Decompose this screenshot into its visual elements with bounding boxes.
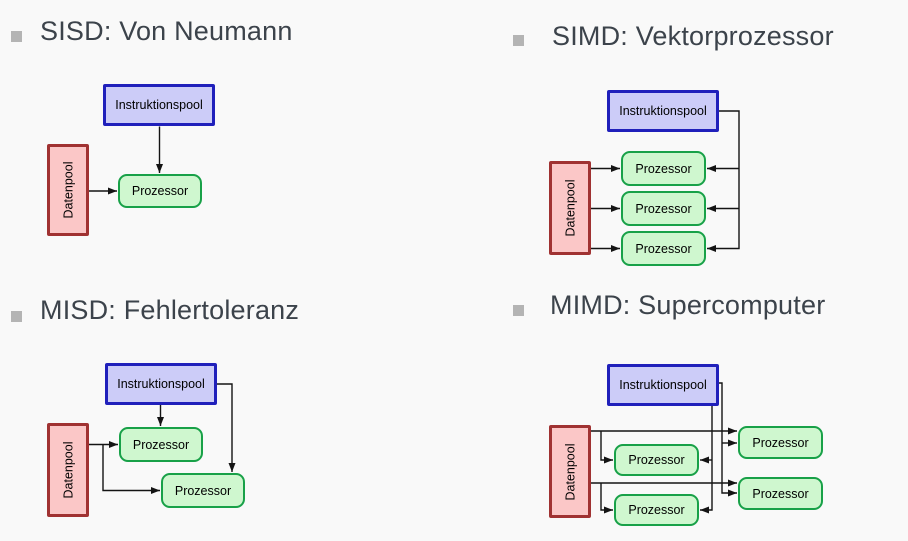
bullet-icon (513, 305, 524, 316)
processor-label: Prozessor (635, 161, 692, 176)
processor-label: Prozessor (174, 483, 232, 498)
processor-label: Prozessor (635, 241, 692, 256)
processor-box: Prozessor (161, 473, 245, 508)
processor-label: Prozessor (628, 503, 685, 517)
data-pool-box: Datenpool (47, 144, 89, 236)
instruction-pool-box: Instruktionspool (607, 90, 719, 132)
instruction-pool-box: Instruktionspool (607, 364, 719, 406)
section-title-misd: MISD: Fehlertoleranz (40, 295, 300, 325)
instruction-pool-box: Instruktionspool (103, 84, 215, 126)
section-title-simd: SIMD: Vektorprozessor (552, 21, 834, 51)
bullet-icon (11, 31, 22, 42)
section-title-sisd: SISD: Von Neumann (40, 16, 293, 46)
simd-wires (591, 110, 740, 252)
processor-box: Prozessor (621, 151, 706, 186)
processor-box: Prozessor (118, 174, 202, 208)
instruction-pool-label: Instruktionspool (619, 104, 707, 118)
processor-box: Prozessor (119, 427, 203, 462)
processor-label: Prozessor (635, 201, 692, 216)
section-title-mimd: MIMD: Supercomputer (550, 290, 826, 320)
instruction-bus-line (707, 110, 740, 252)
data-pool-box: Datenpool (549, 425, 591, 518)
processor-label: Prozessor (131, 184, 189, 198)
processor-label: Prozessor (132, 437, 190, 452)
data-pool-box: Datenpool (47, 423, 89, 517)
instruction-bus-inner (700, 406, 713, 514)
processor-box: Prozessor (614, 444, 699, 476)
processor-box: Prozessor (738, 426, 823, 459)
data-pool-label: Datenpool (61, 441, 75, 499)
instruction-pool-label: Instruktionspool (619, 378, 707, 392)
processor-label: Prozessor (628, 453, 685, 467)
data-pool-label: Datenpool (563, 443, 577, 500)
misd-wires (89, 383, 236, 494)
processor-box: Prozessor (614, 494, 699, 526)
arrow-data-to-inner-processor-1 (600, 431, 613, 464)
data-pool-label: Datenpool (61, 161, 75, 219)
instruction-bus-right (719, 382, 737, 497)
instruction-pool-box: Instruktionspool (105, 363, 217, 405)
bullet-icon (11, 311, 22, 322)
processor-box: Prozessor (738, 477, 823, 510)
sisd-wires (89, 126, 163, 195)
data-pool-box: Datenpool (549, 161, 591, 255)
mimd-wires (591, 382, 737, 514)
bullet-icon (513, 35, 524, 46)
arrow-instruction-to-processor-2 (216, 383, 236, 472)
instruction-pool-label: Instruktionspool (117, 377, 205, 391)
processor-box: Prozessor (621, 191, 706, 226)
arrow-data-to-inner-processor-2 (600, 483, 613, 514)
processor-label: Prozessor (752, 486, 809, 501)
data-pool-label: Datenpool (563, 179, 577, 237)
processor-box: Prozessor (621, 231, 706, 266)
processor-label: Prozessor (752, 435, 809, 450)
instruction-pool-label: Instruktionspool (115, 98, 203, 112)
arrow-data-to-processor-2 (102, 444, 160, 494)
